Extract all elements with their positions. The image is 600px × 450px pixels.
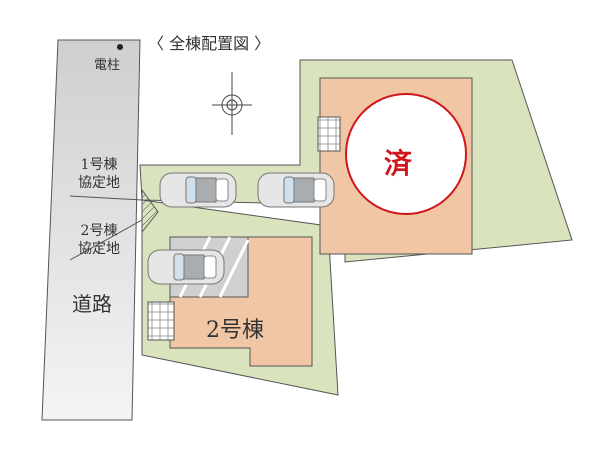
north-compass-icon xyxy=(212,72,252,135)
house2-shared-label: 2号棟 協定地 xyxy=(78,223,120,257)
utility-pole-label: 電柱 xyxy=(94,58,121,73)
sold-label: 済 xyxy=(384,147,413,180)
road-label: 道路 xyxy=(72,292,112,316)
page-title: 〈 全棟配置図 〉 xyxy=(148,34,271,53)
utility-pole-icon xyxy=(117,44,123,50)
house1-shared-label: 1号棟 協定地 xyxy=(78,157,120,191)
road-area xyxy=(41,39,141,421)
sold-circle xyxy=(345,93,467,215)
house2-label: 2号棟 xyxy=(206,318,264,343)
